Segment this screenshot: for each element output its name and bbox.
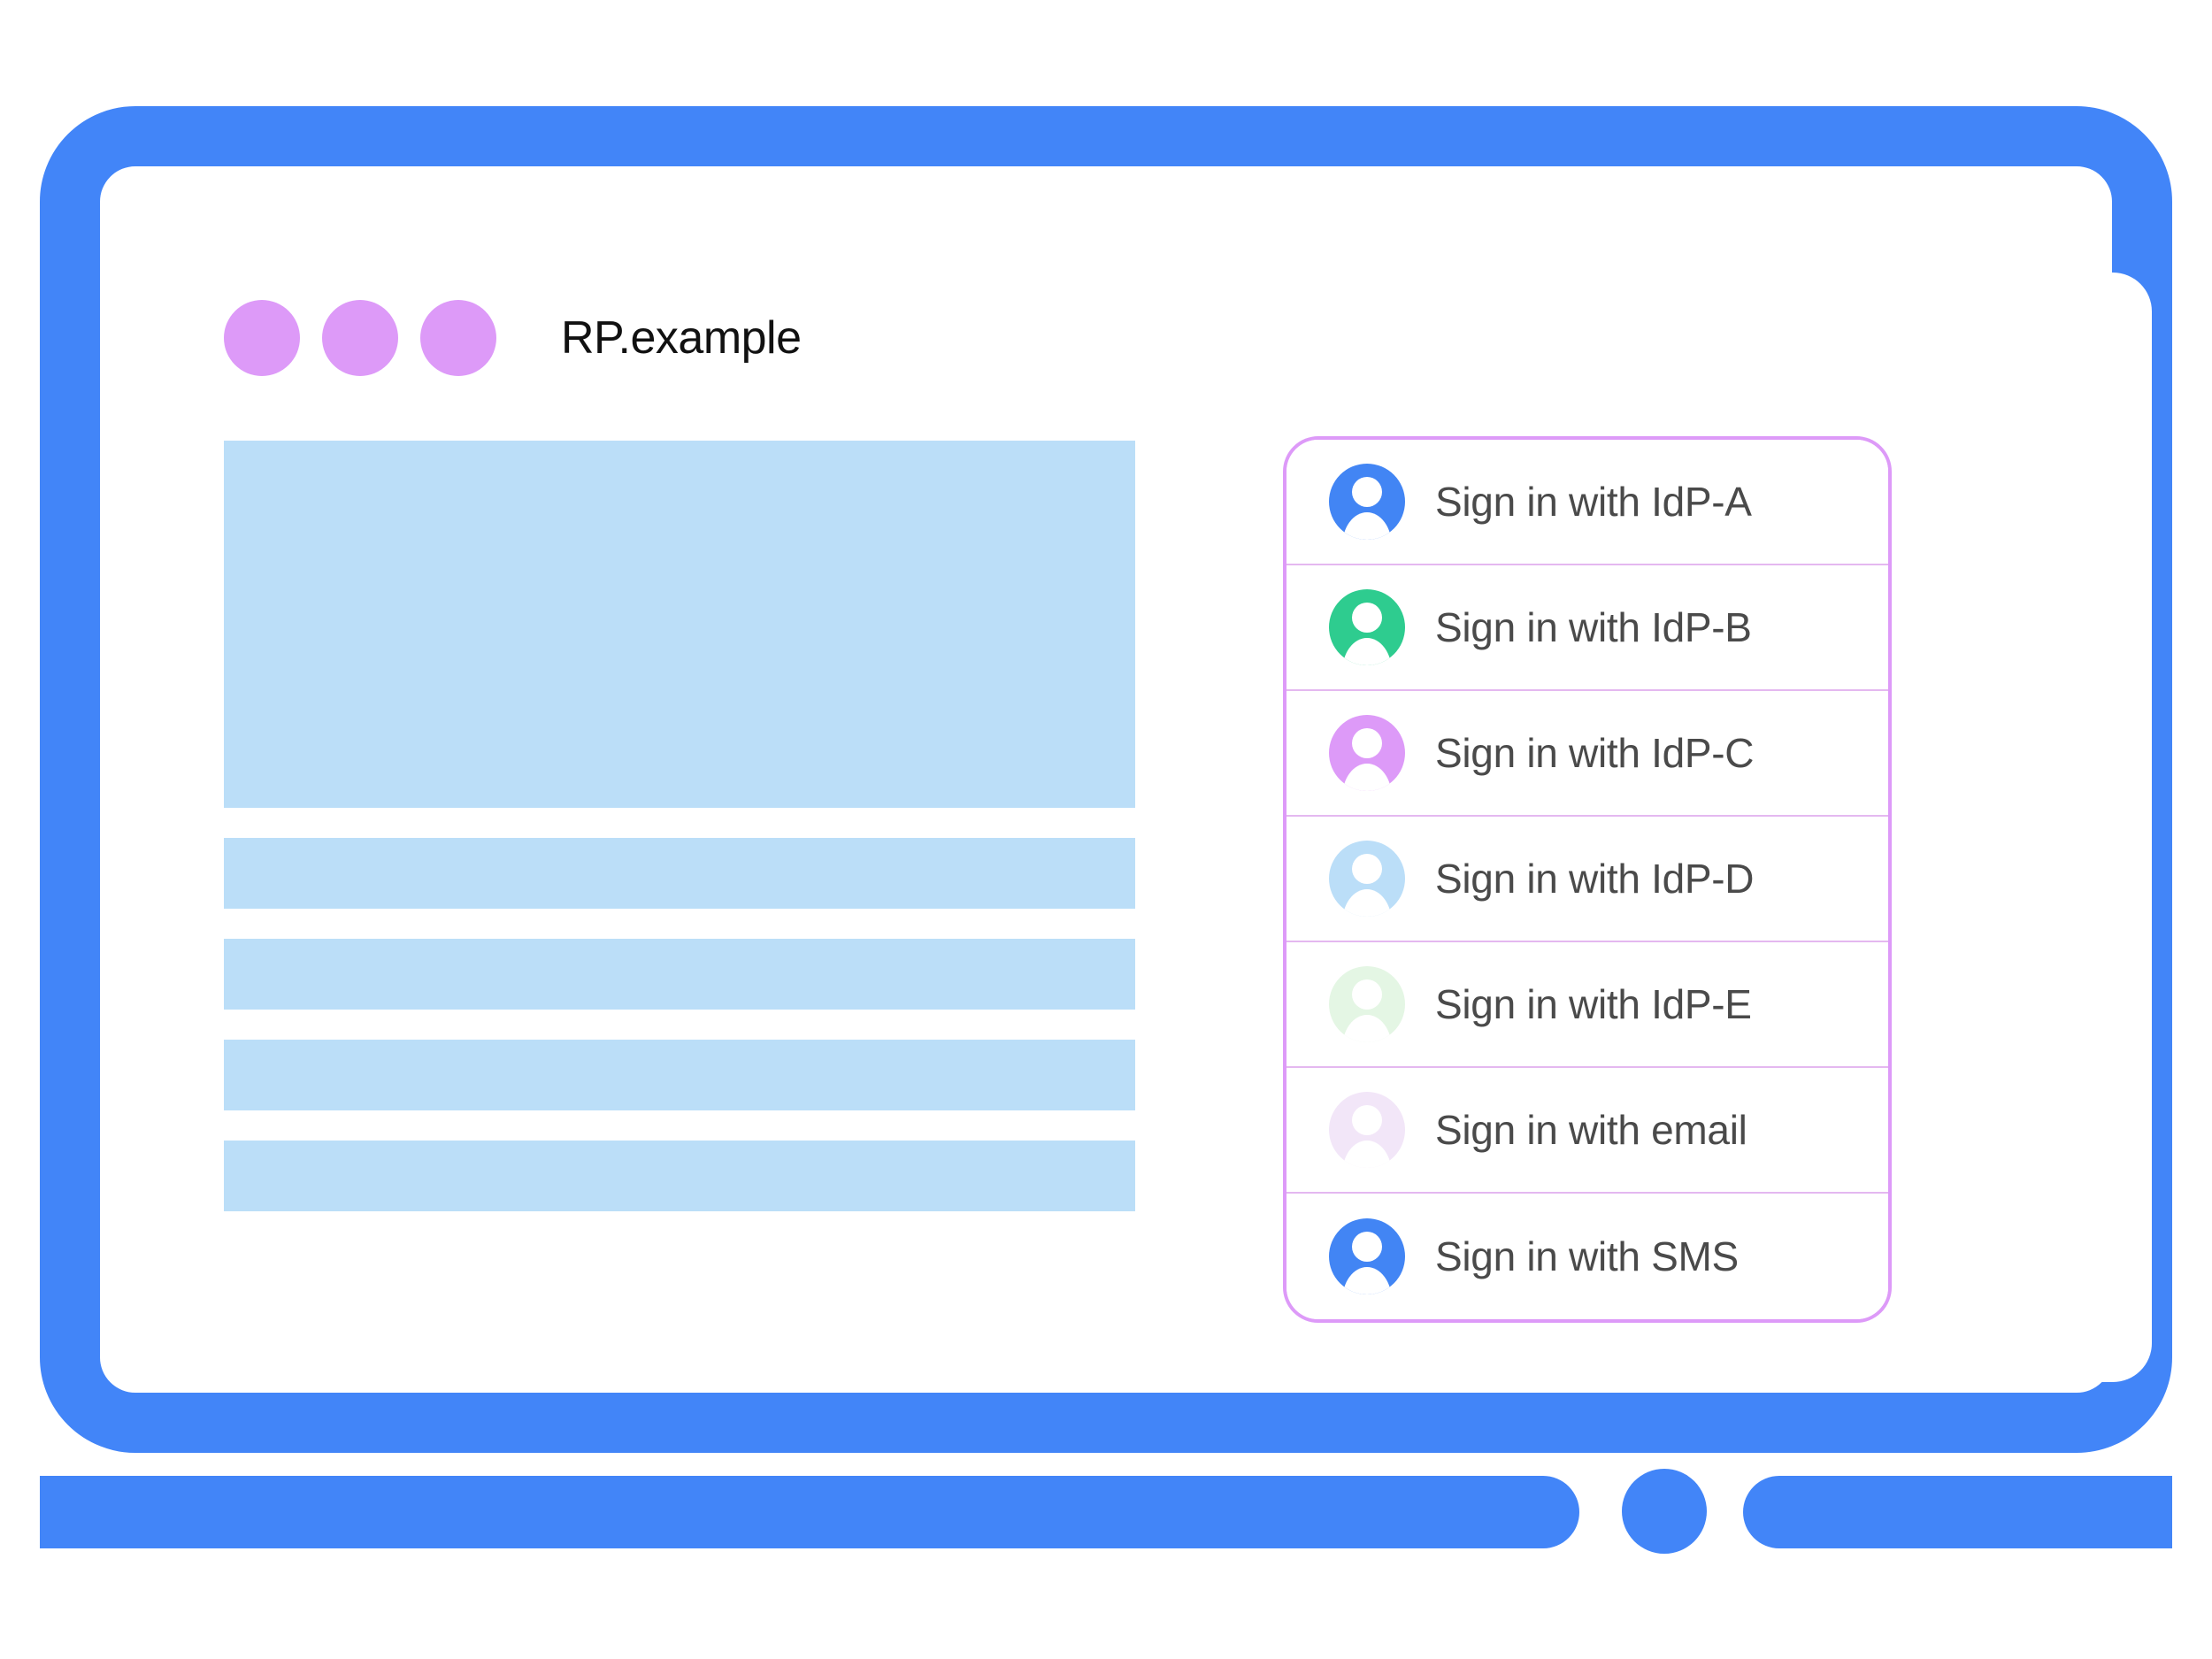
- browser-title-bar: RP.example: [140, 273, 2152, 403]
- signin-account-chooser-panel: Sign in with IdP-A Sign in with IdP-B Si…: [1283, 436, 1892, 1323]
- bezel-bottom-left: [40, 1476, 1579, 1548]
- signin-option-row[interactable]: Sign in with IdP-C: [1286, 691, 1888, 817]
- signin-option-label: Sign in with IdP-A: [1435, 479, 1752, 525]
- content-block-bar: [224, 939, 1135, 1010]
- content-block-hero: [224, 441, 1135, 808]
- signin-option-row[interactable]: Sign in with email: [1286, 1068, 1888, 1194]
- home-button[interactable]: [1622, 1469, 1707, 1554]
- page-title: RP.example: [561, 312, 802, 364]
- window-dot-close-icon[interactable]: [224, 300, 300, 376]
- person-avatar-icon: [1329, 715, 1405, 791]
- content-block-bar: [224, 1141, 1135, 1211]
- page-content-placeholder: [224, 441, 1135, 1241]
- signin-option-label: Sign in with IdP-D: [1435, 856, 1755, 902]
- person-avatar-icon: [1329, 1218, 1405, 1294]
- device-screen: RP.example Sign in with IdP-A Sign in wi…: [140, 273, 2152, 1382]
- person-avatar-icon: [1329, 1092, 1405, 1168]
- window-dot-minimize-icon[interactable]: [322, 300, 398, 376]
- person-avatar-icon: [1329, 464, 1405, 540]
- bezel-bottom-right: [1743, 1476, 2172, 1548]
- device-frame: RP.example Sign in with IdP-A Sign in wi…: [40, 106, 2172, 1554]
- signin-option-row[interactable]: Sign in with SMS: [1286, 1194, 1888, 1319]
- signin-option-row[interactable]: Sign in with IdP-A: [1286, 440, 1888, 565]
- signin-option-row[interactable]: Sign in with IdP-B: [1286, 565, 1888, 691]
- content-block-bar: [224, 838, 1135, 909]
- signin-option-label: Sign in with IdP-C: [1435, 730, 1755, 776]
- window-dot-maximize-icon[interactable]: [420, 300, 496, 376]
- signin-option-label: Sign in with SMS: [1435, 1233, 1739, 1279]
- person-avatar-icon: [1329, 841, 1405, 917]
- signin-option-row[interactable]: Sign in with IdP-E: [1286, 942, 1888, 1068]
- signin-option-label: Sign in with IdP-B: [1435, 604, 1752, 650]
- signin-option-label: Sign in with email: [1435, 1107, 1747, 1153]
- signin-option-row[interactable]: Sign in with IdP-D: [1286, 817, 1888, 942]
- signin-option-label: Sign in with IdP-E: [1435, 981, 1752, 1027]
- person-avatar-icon: [1329, 966, 1405, 1042]
- person-avatar-icon: [1329, 589, 1405, 665]
- content-block-bar: [224, 1040, 1135, 1110]
